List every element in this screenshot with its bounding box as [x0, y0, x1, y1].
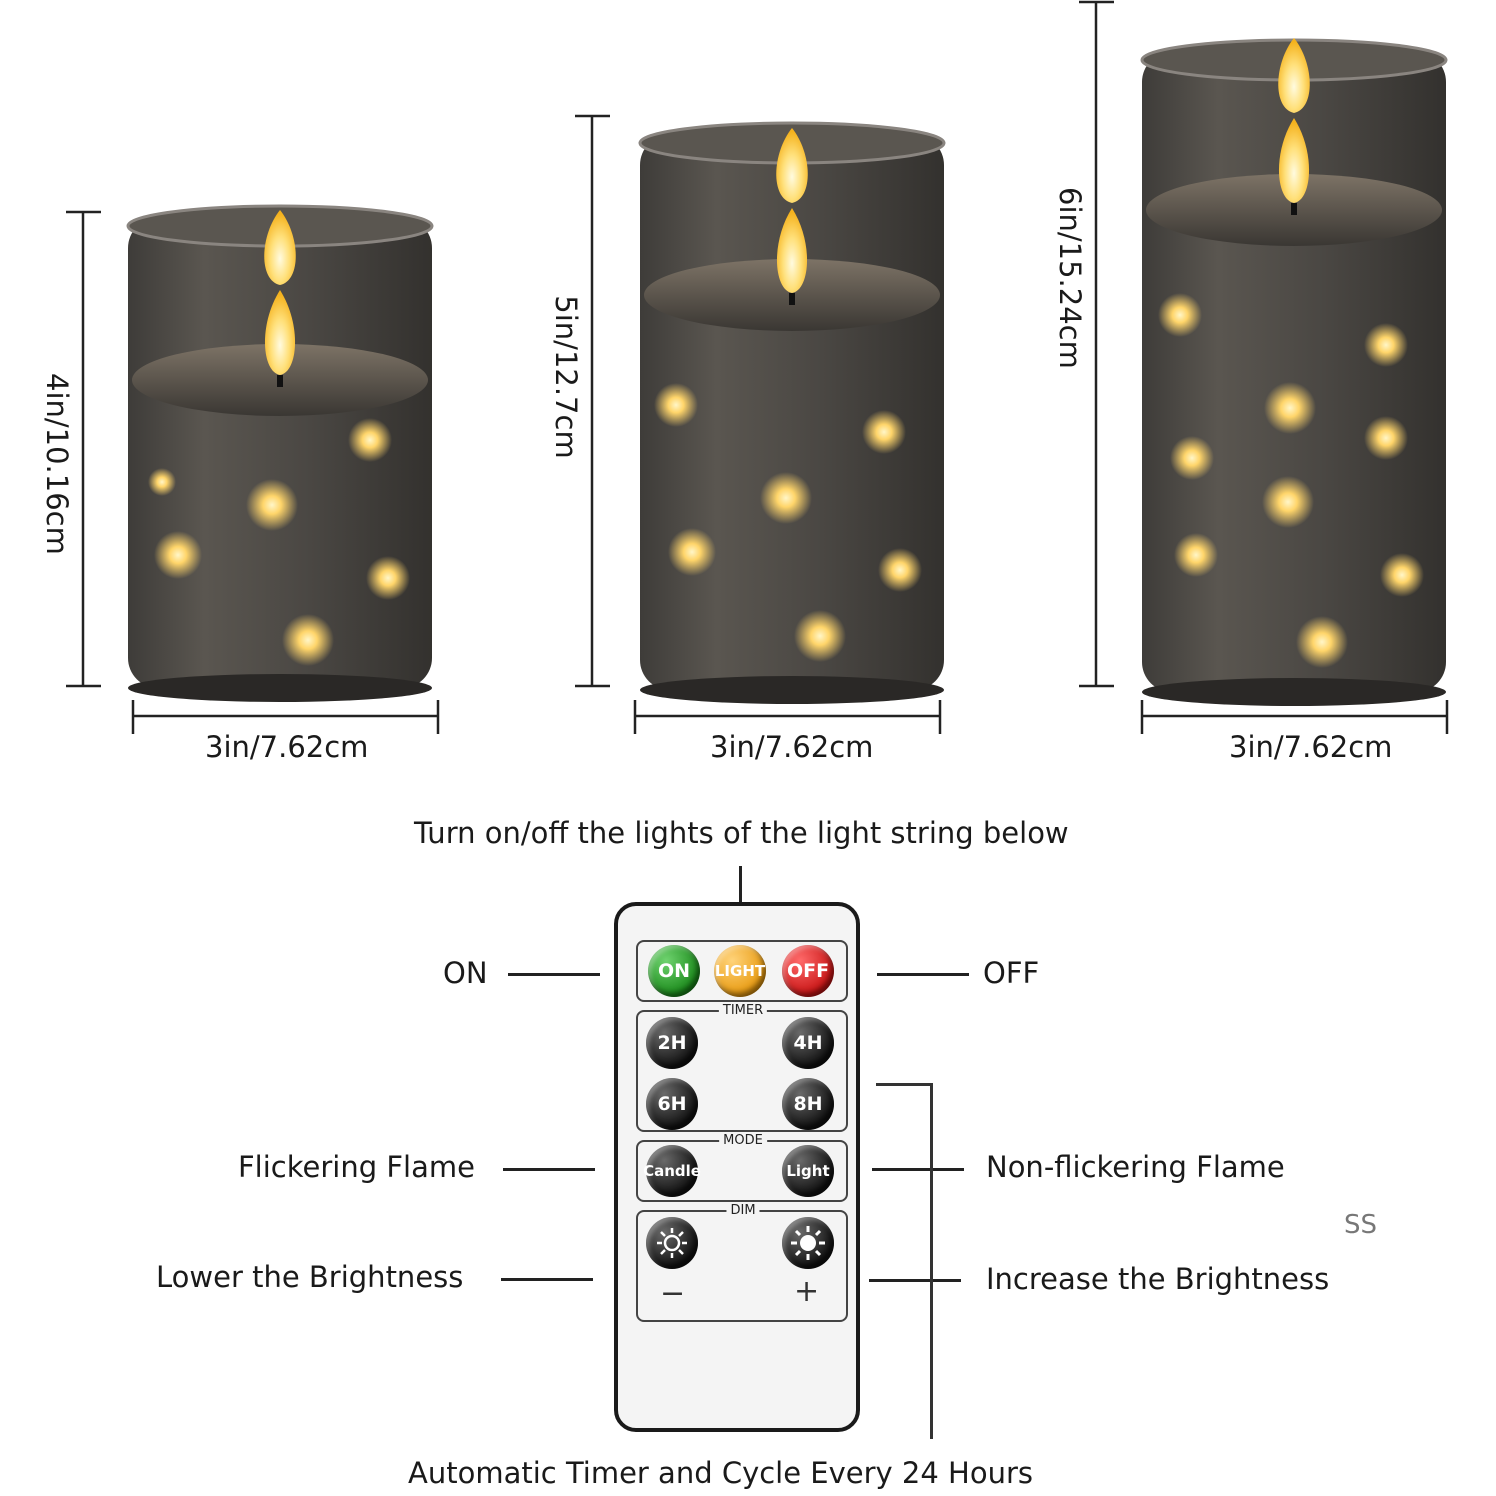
- candle-large: [1140, 38, 1448, 706]
- timer-section-title: TIMER: [718, 1003, 768, 1018]
- plus-sign: +: [794, 1274, 820, 1309]
- timer-4h-button[interactable]: 4H: [782, 1017, 834, 1069]
- watermark: SS: [1344, 1210, 1378, 1240]
- lower-brightness-label: Lower the Brightness: [156, 1260, 464, 1294]
- dim-section-title: DIM: [726, 1203, 760, 1218]
- timer-panel: TIMER 2H 4H 6H 8H: [636, 1003, 848, 1132]
- light-button[interactable]: LIGHT: [714, 945, 766, 997]
- off-label: OFF: [983, 956, 1040, 990]
- top-caption-leader: [739, 866, 742, 904]
- dim-up-button[interactable]: [782, 1217, 834, 1269]
- height-label-large: 6in/15.24cm: [1053, 187, 1087, 369]
- width-label-large: 3in/7.62cm: [1229, 730, 1393, 764]
- mode-panel: MODE Candle Light: [636, 1133, 848, 1202]
- on-label: ON: [443, 956, 488, 990]
- dim-down-button[interactable]: [646, 1217, 698, 1269]
- light-mode-button[interactable]: Light: [782, 1145, 834, 1197]
- increase-brightness-label: Increase the Brightness: [986, 1262, 1330, 1296]
- height-label-small: 4in/10.16cm: [40, 373, 74, 555]
- timer-6h-button[interactable]: 6H: [646, 1078, 698, 1130]
- non-flickering-flame-label: Non-flickering Flame: [986, 1150, 1285, 1184]
- timer-leader: [876, 1083, 930, 1086]
- on-button[interactable]: ON: [648, 945, 700, 997]
- candles-illustration: [66, 0, 1449, 734]
- dimension-lines: [66, 0, 1449, 734]
- sun-filled-icon: [791, 1226, 825, 1260]
- remote-control: ON LIGHT OFF TIMER 2H 4H 6H 8H MODE Cand…: [614, 902, 860, 1432]
- candle-small: [126, 204, 434, 702]
- candle-medium: [638, 121, 946, 704]
- timer-2h-button[interactable]: 2H: [646, 1017, 698, 1069]
- flickering-flame-label: Flickering Flame: [238, 1150, 475, 1184]
- timer-leader-vertical: [930, 1083, 933, 1439]
- width-label-small: 3in/7.62cm: [205, 730, 369, 764]
- off-button[interactable]: OFF: [782, 945, 834, 997]
- top-caption: Turn on/off the lights of the light stri…: [414, 816, 1069, 850]
- dim-panel: DIM −: [636, 1203, 848, 1322]
- width-label-medium: 3in/7.62cm: [710, 730, 874, 764]
- power-panel: ON LIGHT OFF: [636, 940, 848, 1002]
- candle-mode-button[interactable]: Candle: [643, 1145, 701, 1197]
- height-label-medium: 5in/12.7cm: [549, 295, 583, 459]
- minus-sign: −: [660, 1276, 686, 1311]
- bottom-caption: Automatic Timer and Cycle Every 24 Hours: [408, 1456, 1034, 1490]
- sun-outline-icon: [657, 1228, 687, 1258]
- mode-section-title: MODE: [719, 1133, 767, 1148]
- timer-8h-button[interactable]: 8H: [782, 1078, 834, 1130]
